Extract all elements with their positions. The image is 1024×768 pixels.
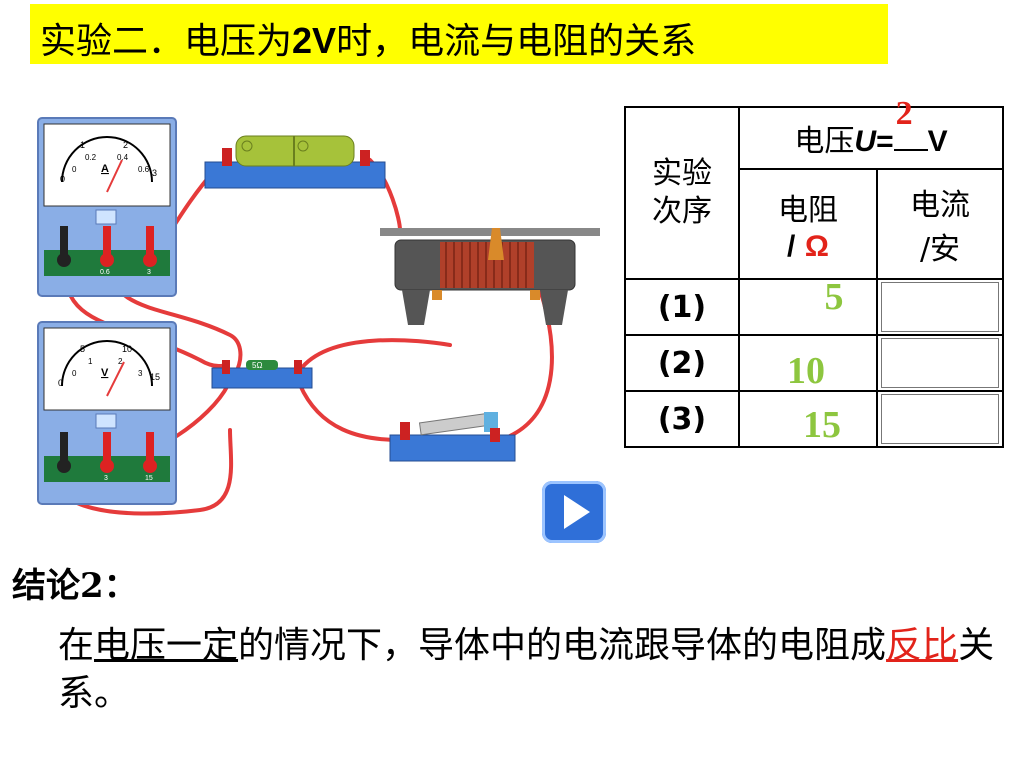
voltmeter-scale-3: 15 [150, 372, 160, 382]
ammeter-scale-3: 3 [152, 168, 157, 178]
row-index: (1) [624, 278, 740, 336]
conclusion-text: 在电压一定的情况下，导体中的电流跟导体的电阻成反比关系。 [58, 625, 995, 714]
voltmeter-scale-1: 5 [80, 344, 85, 354]
ammeter-subscale-2: 0.4 [117, 153, 129, 162]
voltmeter-terminal-label-0: 3 [104, 475, 108, 482]
voltage-value: 2 [895, 95, 913, 132]
resistor: 5Ω [211, 360, 313, 389]
header-current: 电流/安 [876, 168, 1004, 280]
ammeter-scale-2: 2 [123, 140, 128, 150]
play-icon [564, 495, 590, 529]
ammeter-terminal-label-1: 3 [147, 269, 151, 276]
ammeter-scale-1: 1 [80, 140, 85, 150]
rheostat [380, 228, 600, 325]
resistor-value-label: 5Ω [252, 361, 262, 370]
current-cell[interactable] [876, 334, 1004, 392]
voltmeter-subscale-0: 0 [72, 369, 77, 378]
voltmeter-terminal-label-1: 15 [145, 475, 153, 482]
voltmeter-scale-0: 0 [58, 378, 63, 388]
table-row: (1) 5 [624, 276, 1004, 336]
resistance-cell: 10 [738, 334, 878, 392]
ammeter-subscale-0: 0 [72, 165, 77, 174]
voltmeter: 0 5 10 15 0 1 2 3 V 3 15 [37, 321, 177, 505]
voltmeter-unit: V [101, 367, 109, 379]
ammeter: 0 1 2 3 0 0.2 0.4 0.6 A 0.6 3 [37, 117, 177, 297]
current-cell[interactable] [876, 278, 1004, 336]
row-index: (3) [624, 390, 740, 448]
current-cell[interactable] [876, 390, 1004, 448]
play-button[interactable] [542, 481, 606, 543]
table-row: (3) 15 [624, 390, 1004, 448]
title-highlight [30, 4, 888, 64]
conclusion-label: 结论2： [12, 566, 138, 606]
voltmeter-subscale-3: 3 [138, 369, 143, 378]
header-sequence: 实验次序 [624, 106, 740, 280]
table-row: (2) 10 [624, 334, 1004, 392]
ammeter-scale-0: 0 [60, 174, 65, 184]
resistance-cell: 15 [738, 390, 878, 448]
slide-title: 实验二．电压为2V时，电流与电阻的关系 [40, 20, 697, 62]
switch [389, 412, 516, 462]
keyword-constant-voltage: 电压一定 [94, 625, 239, 666]
battery [204, 135, 386, 189]
ammeter-subscale-3: 0.6 [138, 165, 150, 174]
keyword-inverse: 反比 [886, 625, 959, 666]
ammeter-unit: A [101, 163, 109, 175]
voltmeter-subscale-2: 2 [118, 357, 123, 366]
resistance-cell: 5 [738, 276, 878, 336]
ammeter-terminal-label-0: 0.6 [100, 269, 110, 276]
ammeter-subscale-1: 0.2 [85, 153, 97, 162]
row-index: (2) [624, 334, 740, 392]
circuit-diagram: 0 1 2 3 0 0.2 0.4 0.6 A 0.6 3 0 5 10 15 … [37, 117, 600, 516]
header-resistance: 电阻/ Ω [738, 168, 878, 280]
voltage-blank: 2 [893, 95, 928, 151]
voltmeter-subscale-1: 1 [88, 357, 93, 366]
voltmeter-scale-2: 10 [122, 344, 132, 354]
